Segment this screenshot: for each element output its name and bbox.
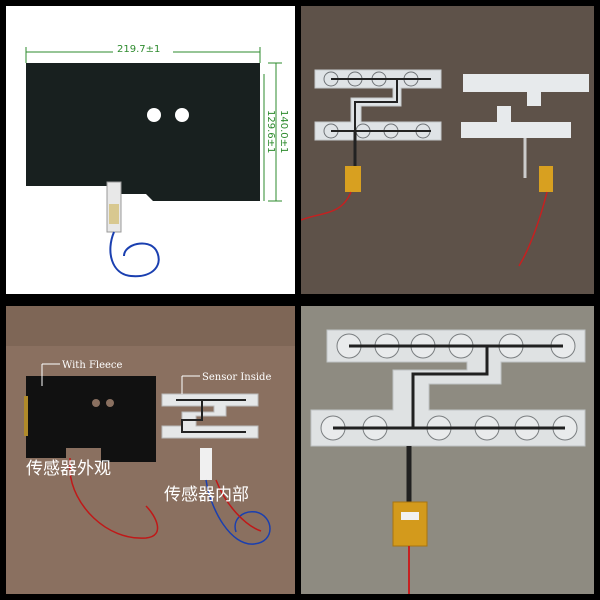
panel-closeup-photo — [301, 306, 594, 594]
red-wire-right — [518, 191, 548, 267]
sensor-inside-photo — [161, 393, 259, 439]
drawing-figure: 219.7±1 140.0±1 129.6±1 — [25, 42, 289, 278]
comparison-figure: With Fleece Sensor Inside 传感器外观 传感器内部 — [6, 306, 295, 594]
sensor-pair-figure — [301, 6, 594, 294]
sensor-film-right — [461, 74, 589, 138]
connector-closeup — [392, 501, 428, 547]
connector-left — [345, 166, 361, 192]
caption-exterior: 传感器外观 — [26, 459, 111, 479]
red-wire-left — [301, 191, 352, 221]
closeup-figure — [301, 306, 594, 594]
caption-interior: 传感器内部 — [164, 485, 249, 505]
panel-comparison-photo: With Fleece Sensor Inside 传感器外观 传感器内部 — [6, 306, 295, 594]
height-dimension-inner: 129.6±1 — [265, 110, 276, 153]
sensor-film-left — [314, 69, 442, 141]
label-sensor-inside: Sensor Inside — [202, 372, 271, 383]
panel-sensor-pair-photo — [301, 6, 594, 294]
label-with-fleece: With Fleece — [62, 360, 123, 371]
panel-drawing: 219.7±1 140.0±1 129.6±1 — [6, 6, 295, 294]
hole-left — [147, 108, 161, 122]
hole-right — [175, 108, 189, 122]
width-dimension: 219.7±1 — [117, 44, 160, 55]
blue-wire-photo — [205, 479, 271, 545]
connector-photo — [200, 448, 212, 480]
fleece-pad-photo — [26, 376, 156, 462]
blue-wire — [109, 231, 160, 278]
fleece-pad-shape — [26, 63, 260, 201]
connector-right — [539, 166, 553, 192]
height-dimension-outer: 140.0±1 — [278, 110, 289, 153]
